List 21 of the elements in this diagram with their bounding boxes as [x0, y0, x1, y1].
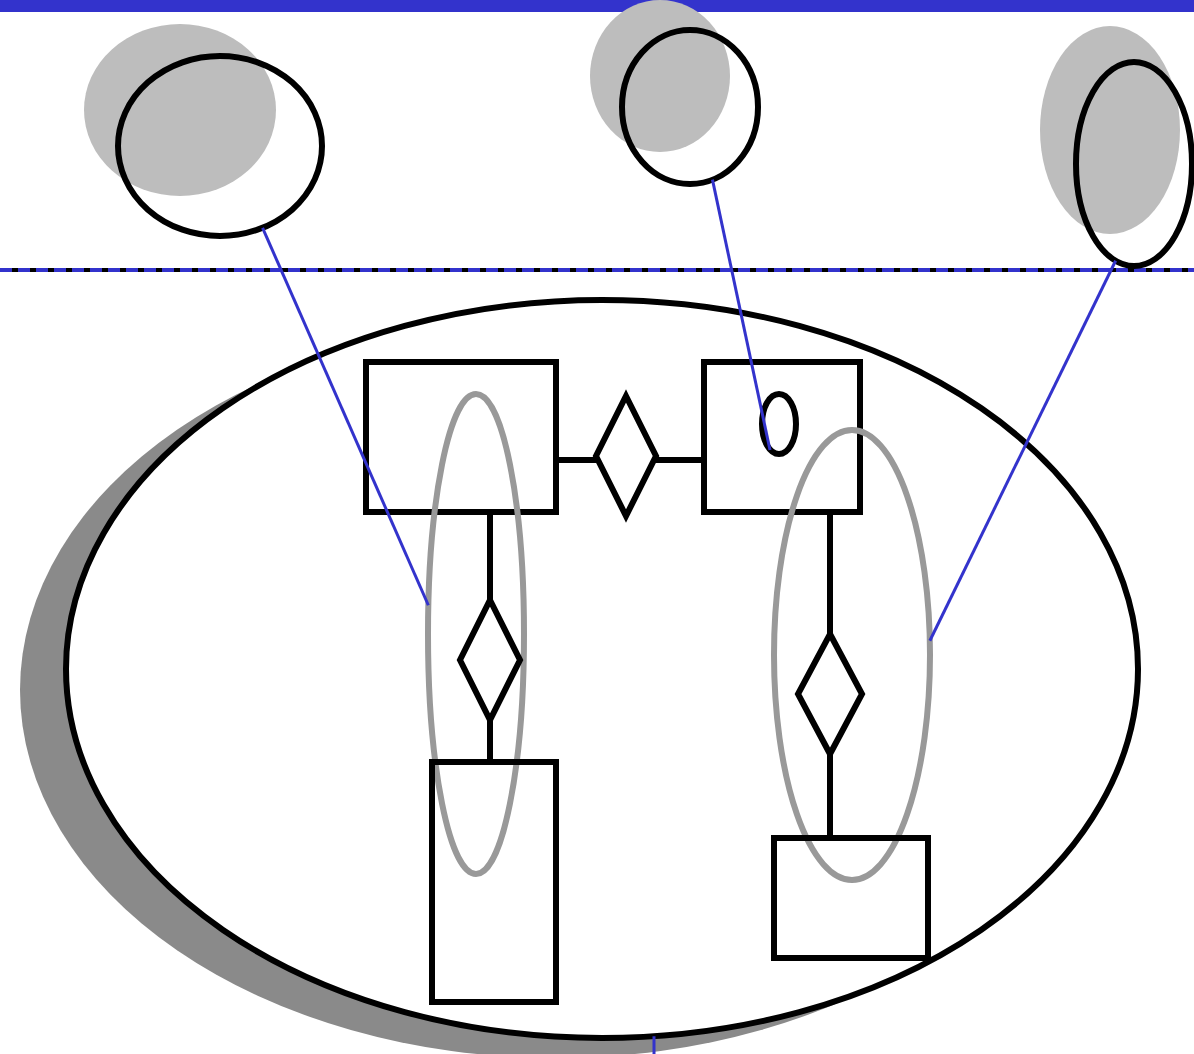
- connector-line: [487, 720, 493, 762]
- rectangle: [363, 359, 559, 515]
- ellipse: [771, 427, 933, 883]
- connector-line: [827, 754, 833, 838]
- ellipse: [759, 391, 799, 457]
- leader-line: [928, 260, 1117, 642]
- connector-line: [487, 512, 493, 600]
- leader-line: [652, 1036, 656, 1054]
- ellipse: [425, 391, 527, 877]
- rectangle: [429, 759, 559, 1005]
- ellipse: [115, 53, 325, 239]
- leader-line: [261, 227, 430, 606]
- ellipse: [63, 297, 1141, 1041]
- connector-line: [827, 512, 833, 634]
- leader-line: [711, 179, 772, 451]
- diamond: [592, 389, 660, 523]
- connector-line: [654, 457, 704, 463]
- connector-line: [556, 457, 598, 463]
- ellipse: [619, 27, 761, 187]
- rectangle: [771, 835, 931, 961]
- rectangle: [701, 359, 863, 515]
